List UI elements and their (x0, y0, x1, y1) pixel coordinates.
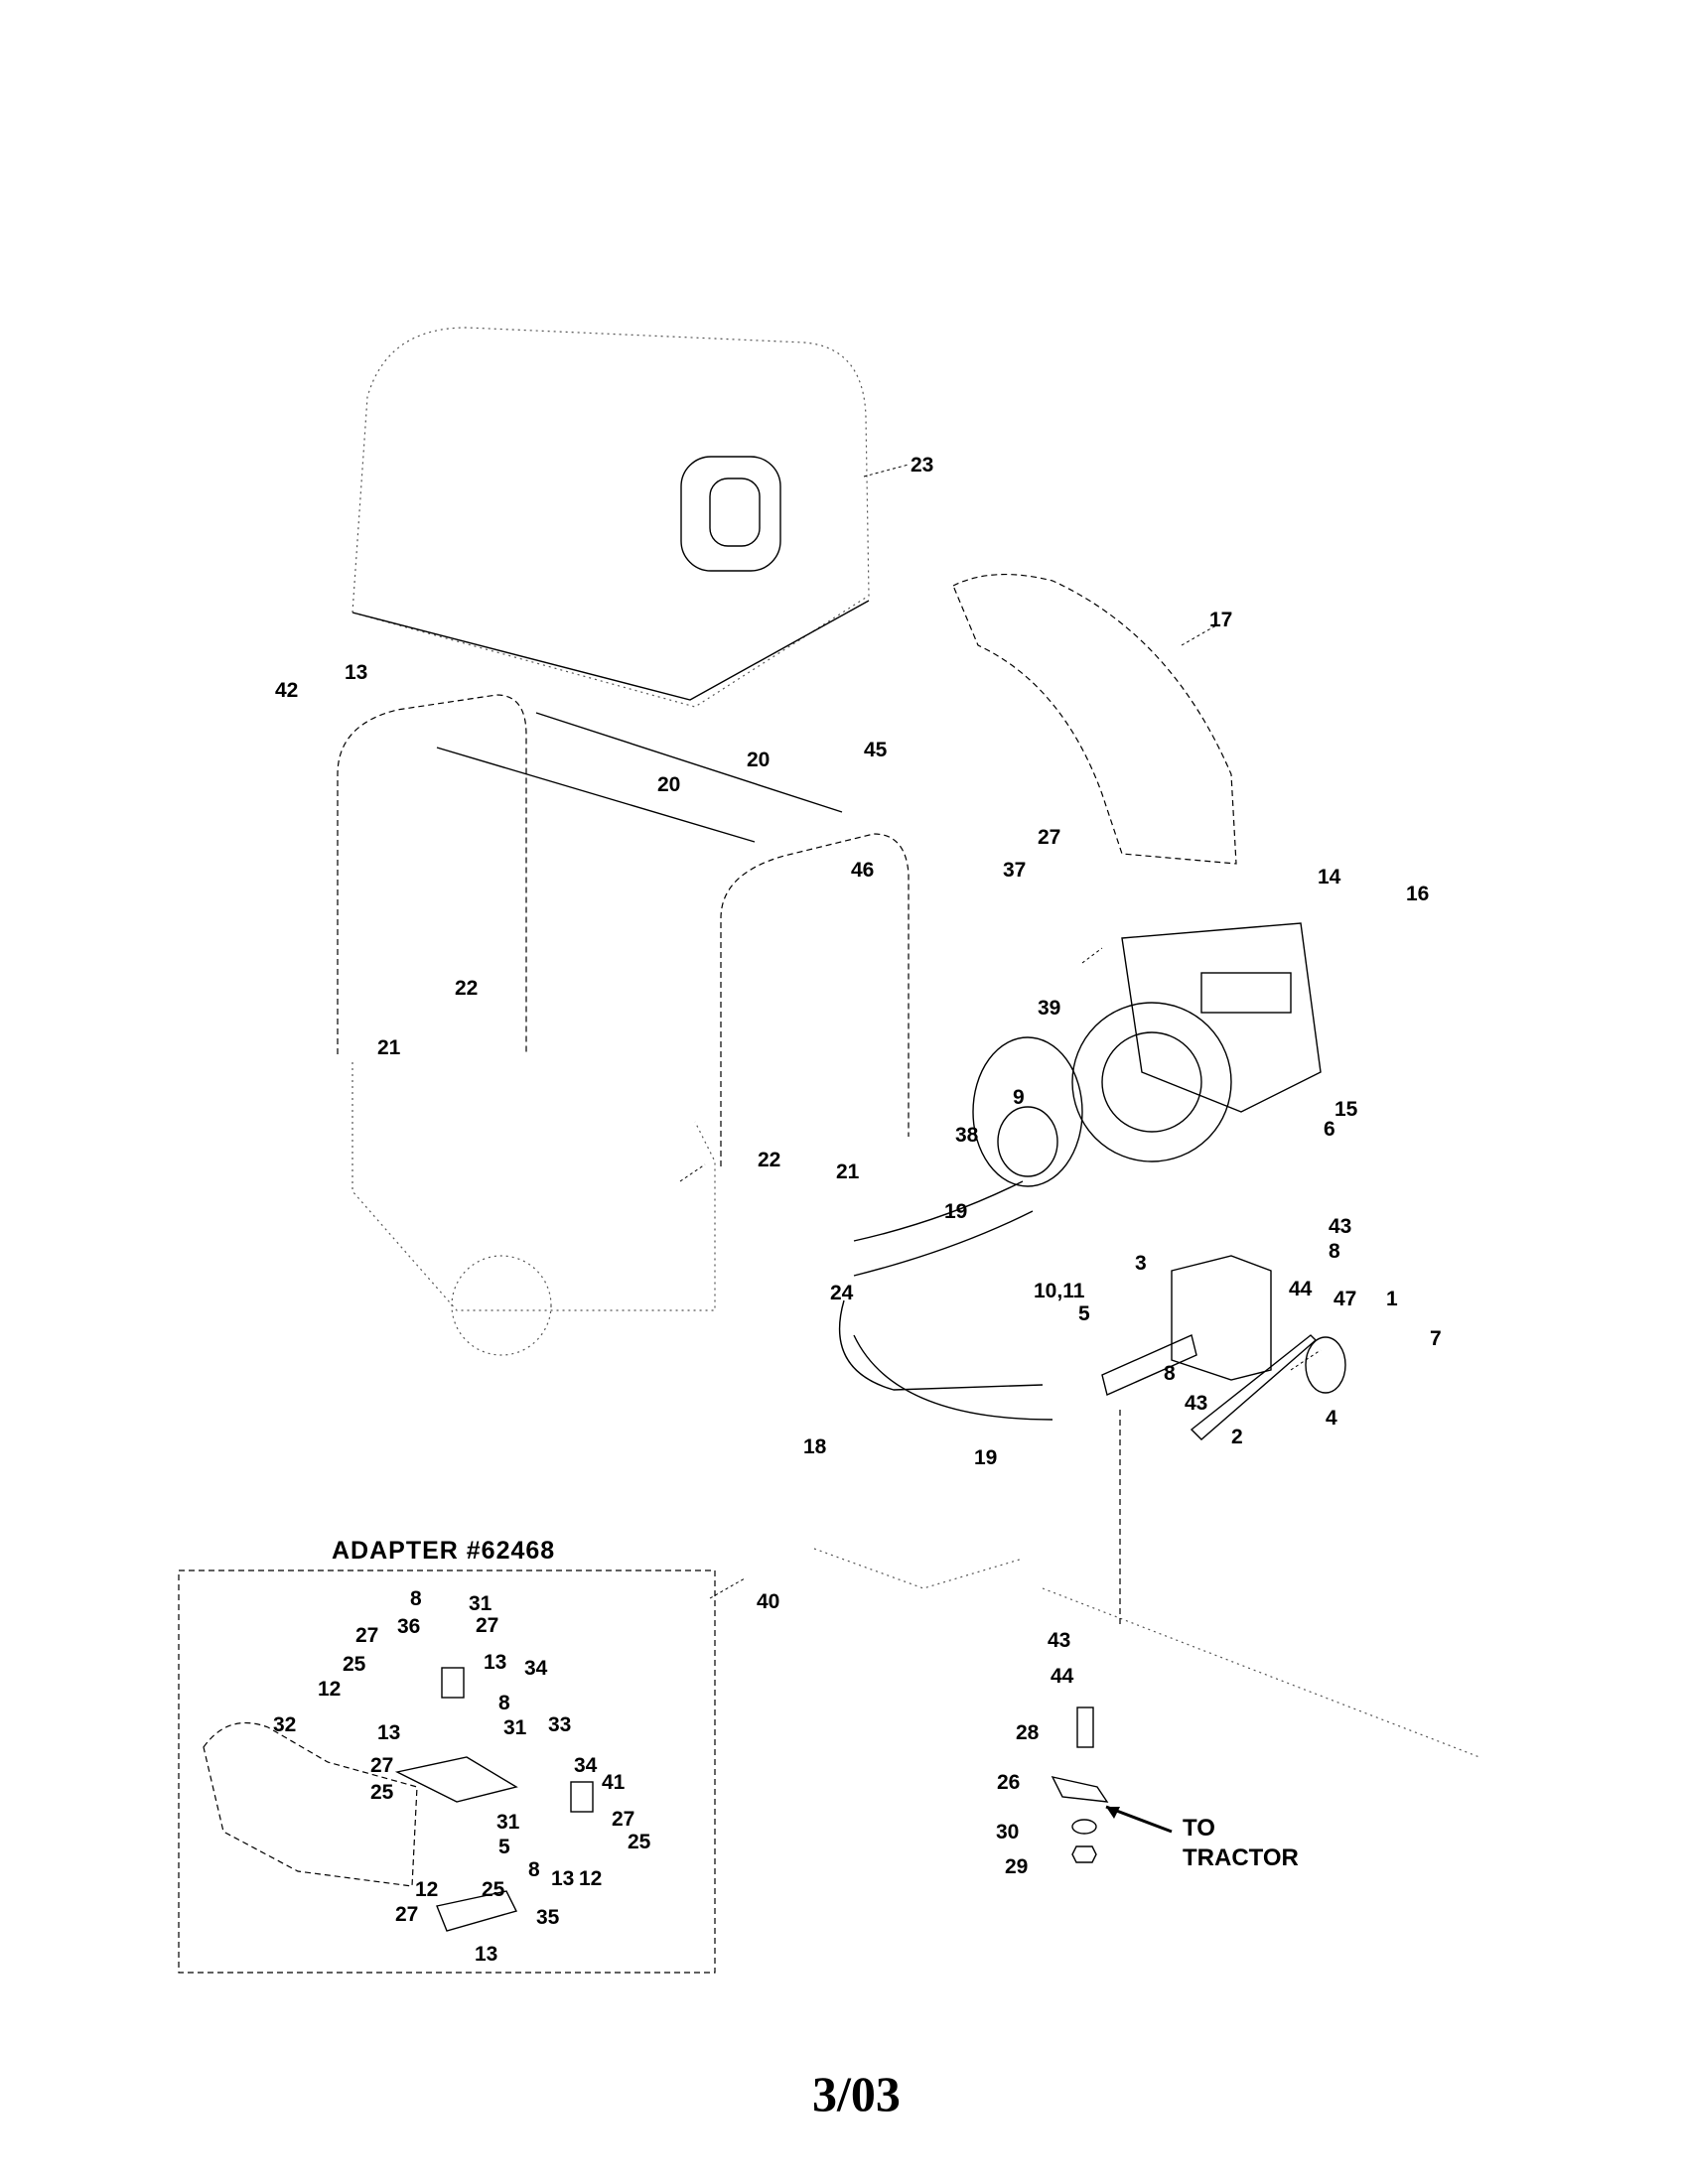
callout-19b: 19 (974, 1446, 998, 1469)
callout-16: 16 (1406, 883, 1430, 905)
callout-30: 30 (996, 1821, 1020, 1843)
callout-4: 4 (1326, 1407, 1337, 1430)
callout-6: 6 (1324, 1118, 1335, 1141)
adapter-callout-25b: 25 (370, 1781, 394, 1804)
adapter-callout-31a: 31 (469, 1592, 492, 1615)
callout-21b: 21 (836, 1160, 860, 1183)
adapter-callout-35: 35 (536, 1906, 560, 1929)
callout-15: 15 (1334, 1098, 1358, 1121)
callout-45: 45 (864, 739, 888, 761)
adapter-title: ADAPTER #62468 (332, 1537, 556, 1565)
adapter-callout-12c: 12 (415, 1878, 439, 1901)
to-tractor-line-2: TRACTOR (1183, 1844, 1299, 1871)
adapter-callout-36: 36 (397, 1615, 421, 1638)
adapter-callout-31b: 31 (503, 1716, 527, 1739)
callout-28: 28 (1016, 1721, 1040, 1744)
callout-8b: 8 (1164, 1362, 1176, 1385)
impeller-cover (972, 1036, 1083, 1187)
callout-43b: 43 (1185, 1392, 1208, 1415)
callout-2: 2 (1231, 1426, 1243, 1448)
discharge-chute (952, 573, 1237, 865)
adapter-callout-5: 5 (498, 1836, 510, 1858)
callout-18: 18 (803, 1435, 827, 1458)
callout-26: 26 (997, 1771, 1021, 1794)
callout-47: 47 (1333, 1288, 1357, 1310)
adapter-callout-27b: 27 (355, 1624, 379, 1647)
tractor-outline (351, 1062, 1480, 1758)
adapter-callout-13a: 13 (484, 1651, 507, 1674)
adapter-callout-12b: 12 (579, 1867, 603, 1890)
callout-38: 38 (955, 1124, 979, 1147)
adapter-parts (203, 1667, 594, 1932)
callout-20b: 20 (657, 773, 681, 796)
callout-14: 14 (1318, 866, 1341, 888)
adapter-callout-27e: 27 (395, 1903, 419, 1926)
adapter-callout-25c: 25 (628, 1831, 651, 1853)
adapter-callout-27a: 27 (476, 1614, 499, 1637)
callout-22a: 22 (455, 977, 479, 1000)
callout-8a: 8 (1329, 1240, 1340, 1263)
callout-40: 40 (757, 1590, 780, 1613)
callout-37: 37 (1003, 859, 1027, 882)
callout-5: 5 (1078, 1302, 1090, 1325)
adapter-callout-13b: 13 (377, 1721, 401, 1744)
callout-23: 23 (911, 454, 934, 477)
callout-13: 13 (345, 661, 368, 684)
callout-27: 27 (1038, 826, 1061, 849)
frame-tubes (337, 694, 910, 1166)
callout-39: 39 (1038, 997, 1061, 1020)
callout-43c: 43 (1048, 1629, 1071, 1652)
leader-lines (679, 464, 1322, 1599)
adapter-callout-34a: 34 (524, 1657, 548, 1680)
adapter-callout-32: 32 (273, 1713, 297, 1736)
callout-20a: 20 (747, 749, 771, 771)
callout-22b: 22 (758, 1149, 781, 1171)
callout-9: 9 (1013, 1086, 1025, 1109)
callout-21a: 21 (377, 1036, 401, 1059)
callout-44b: 44 (1051, 1665, 1074, 1688)
callout-7: 7 (1430, 1327, 1442, 1350)
adapter-callout-41: 41 (602, 1771, 626, 1794)
adapter-callout-8c: 8 (528, 1858, 540, 1881)
adapter-callout-25a: 25 (343, 1653, 366, 1676)
callout-19a: 19 (944, 1200, 968, 1223)
callout-10-11: 10,11 (1034, 1280, 1085, 1302)
engine-blower (1071, 922, 1322, 1162)
adapter-callout-27c: 27 (370, 1754, 394, 1777)
adapter-callout-27d: 27 (612, 1808, 635, 1831)
callout-46: 46 (851, 859, 875, 882)
adapter-callout-34b: 34 (574, 1754, 598, 1777)
adapter-callout-13d: 13 (475, 1943, 498, 1966)
to-tractor-line-1: TO (1183, 1815, 1215, 1842)
hose (838, 1180, 1053, 1421)
callout-44a: 44 (1289, 1278, 1313, 1300)
callout-24: 24 (830, 1282, 854, 1304)
adapter-callout-12a: 12 (318, 1678, 342, 1701)
mount-bracket (1101, 1255, 1346, 1628)
adapter-callout-31c: 31 (496, 1811, 520, 1834)
to-tractor-label: TO TRACTOR (1183, 1814, 1299, 1873)
page-footer-date: 3/03 (812, 2066, 901, 2121)
adapter-callout-25d: 25 (482, 1878, 505, 1901)
adapter-callout-13c: 13 (551, 1867, 575, 1890)
callout-1: 1 (1386, 1288, 1398, 1310)
callout-29: 29 (1005, 1855, 1029, 1878)
callout-3: 3 (1135, 1252, 1147, 1275)
adapter-callout-8a: 8 (410, 1587, 422, 1610)
hitch-hardware (1051, 1706, 1173, 1863)
collection-bag (351, 327, 870, 708)
callout-43a: 43 (1329, 1215, 1352, 1238)
adapter-callout-33: 33 (548, 1713, 572, 1736)
callout-17: 17 (1209, 609, 1233, 631)
callout-42: 42 (275, 679, 299, 702)
adapter-callout-8b: 8 (498, 1692, 510, 1714)
adapter-box (178, 1570, 716, 1974)
